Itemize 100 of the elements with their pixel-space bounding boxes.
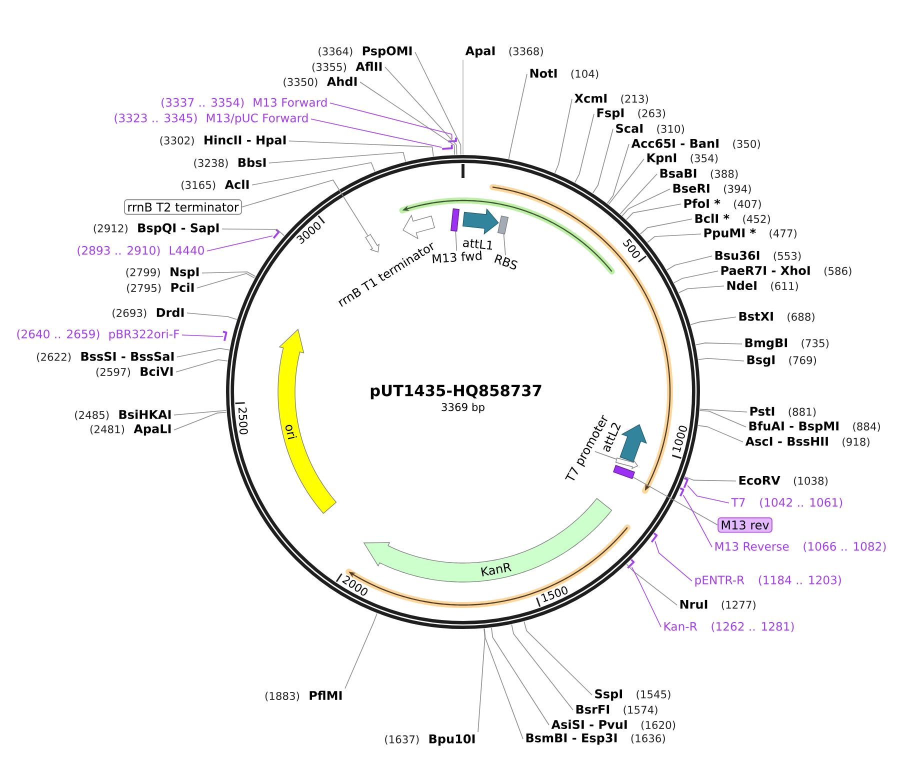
site-label: PpuMI * (477) <box>704 228 796 240</box>
site-label: BsgI (769) <box>747 355 816 367</box>
site-label: NruI (1277) <box>680 600 756 610</box>
leader-line <box>592 128 614 194</box>
site-label: (3238) BbsI <box>194 158 266 168</box>
site-label: EcoRV (1038) <box>739 476 828 486</box>
leader-line <box>511 624 574 710</box>
leader-line <box>330 102 452 140</box>
leader-line <box>631 566 662 628</box>
leader-line <box>206 235 273 252</box>
leader-line <box>176 348 230 358</box>
site-label: ScaI (310) <box>616 124 684 134</box>
primer-label: M13 Reverse (1066 .. 1082) <box>715 542 886 552</box>
site-label: (3165) AclI <box>182 180 249 190</box>
feature-box <box>450 208 460 232</box>
leader-line <box>626 204 682 220</box>
leader-line <box>682 494 712 548</box>
leader-line <box>594 451 617 460</box>
site-label: XcmI (213) <box>574 94 648 104</box>
site-label: SspI (1545) <box>595 689 670 701</box>
site-label: BclI * (452) <box>695 214 770 224</box>
leader-line <box>622 188 670 216</box>
site-label: BsaBI (388) <box>660 168 738 180</box>
leader-line <box>462 60 464 155</box>
leader-line <box>174 412 227 430</box>
leader-line <box>508 74 528 160</box>
primer-label: (3337 .. 3354) M13 Forward <box>162 98 327 108</box>
leader-line <box>455 231 458 252</box>
primer-mark <box>442 144 453 150</box>
feature-box <box>497 216 509 234</box>
site-label: BseRI (394) <box>673 184 751 194</box>
leader-line <box>606 144 630 204</box>
leader-line <box>674 270 718 284</box>
site-label: (3355) AflII <box>312 62 382 72</box>
leader-line <box>176 359 228 372</box>
primer-mark <box>222 330 228 342</box>
leader-line <box>695 342 742 346</box>
leader-line <box>632 476 718 526</box>
site-label: NotI (104) <box>530 68 598 80</box>
primer-label: T7 (1042 .. 1061) <box>731 498 842 508</box>
primer-label: (3323 .. 3345) M13/pUC Forward <box>114 113 308 125</box>
leader-line <box>626 564 678 606</box>
leader-line <box>268 152 406 164</box>
leader-line <box>310 118 442 148</box>
primer-mark <box>627 559 635 569</box>
leader-line <box>360 82 455 156</box>
leader-line <box>574 114 594 183</box>
primer-label: pENTR-R (1184 .. 1203) <box>695 575 841 587</box>
site-label: (2481) ApaLI <box>90 424 171 436</box>
leader-line <box>698 425 744 442</box>
feature-label: rrnB T2 terminator <box>124 199 242 215</box>
leader-line <box>687 485 730 504</box>
primer-mark <box>680 487 684 497</box>
feature-block: ori <box>278 328 337 514</box>
leader-line <box>608 158 644 205</box>
leader-line <box>554 98 572 174</box>
feature-label: M13 fwd <box>432 250 482 264</box>
site-label: AscI - BssHII (918) <box>745 436 870 448</box>
plasmid-size: 3369 bp <box>442 402 484 414</box>
leader-line <box>196 273 256 288</box>
leader-line <box>484 628 524 740</box>
leader-line <box>242 180 368 236</box>
leader-line <box>690 316 736 326</box>
leader-line <box>288 140 434 157</box>
site-label: (1637) Bpu10I <box>385 734 475 746</box>
site-label: PaeR7I - XhoI (586) <box>721 266 852 276</box>
primer-mark <box>683 477 688 488</box>
site-label: BsrFI (1574) <box>576 704 658 716</box>
site-label: KpnI (354) <box>647 153 718 165</box>
feature-label: attL1 <box>463 239 492 250</box>
leader-line <box>503 234 506 256</box>
feature-label: M13 rev <box>718 517 772 533</box>
site-label: (2597) BciVI <box>96 366 173 378</box>
leader-line <box>640 218 692 234</box>
site-label: PfoI * (407) <box>684 198 761 210</box>
site-label: (3302) HincII - HpaI <box>160 135 286 147</box>
leader-line <box>174 410 227 416</box>
site-label: Acc65I - BanI (350) <box>631 138 760 150</box>
primer-mark <box>272 228 280 239</box>
site-label: ApaI (3368) <box>465 46 543 58</box>
site-label: (2622) BssSI - BssSaI <box>37 352 174 362</box>
feature-block: KanR <box>363 498 612 582</box>
site-label: (2912) BspQI - SapI <box>94 223 219 235</box>
site-label: FspI (263) <box>597 108 666 120</box>
leader-line <box>654 540 692 582</box>
leader-line <box>252 162 376 186</box>
site-label: AsiSI - PvuI (1620) <box>551 720 676 730</box>
primer-label: (2640 .. 2659) pBR322ori-F <box>17 329 180 341</box>
leader-line <box>698 358 744 362</box>
site-label: (2693) DrdI <box>112 308 184 318</box>
leader-line <box>620 174 658 214</box>
tick-label: 2500 <box>238 408 248 434</box>
leader-line <box>699 408 748 412</box>
site-label: BmgBI (735) <box>745 338 829 350</box>
leader-line <box>524 621 592 696</box>
leader-line <box>491 627 550 726</box>
site-label: NdeI (611) <box>727 280 798 292</box>
primer-label: Kan-R (1262 .. 1281) <box>664 622 794 632</box>
primer-mark <box>650 532 658 543</box>
site-label: (2795) PciI <box>127 282 194 294</box>
